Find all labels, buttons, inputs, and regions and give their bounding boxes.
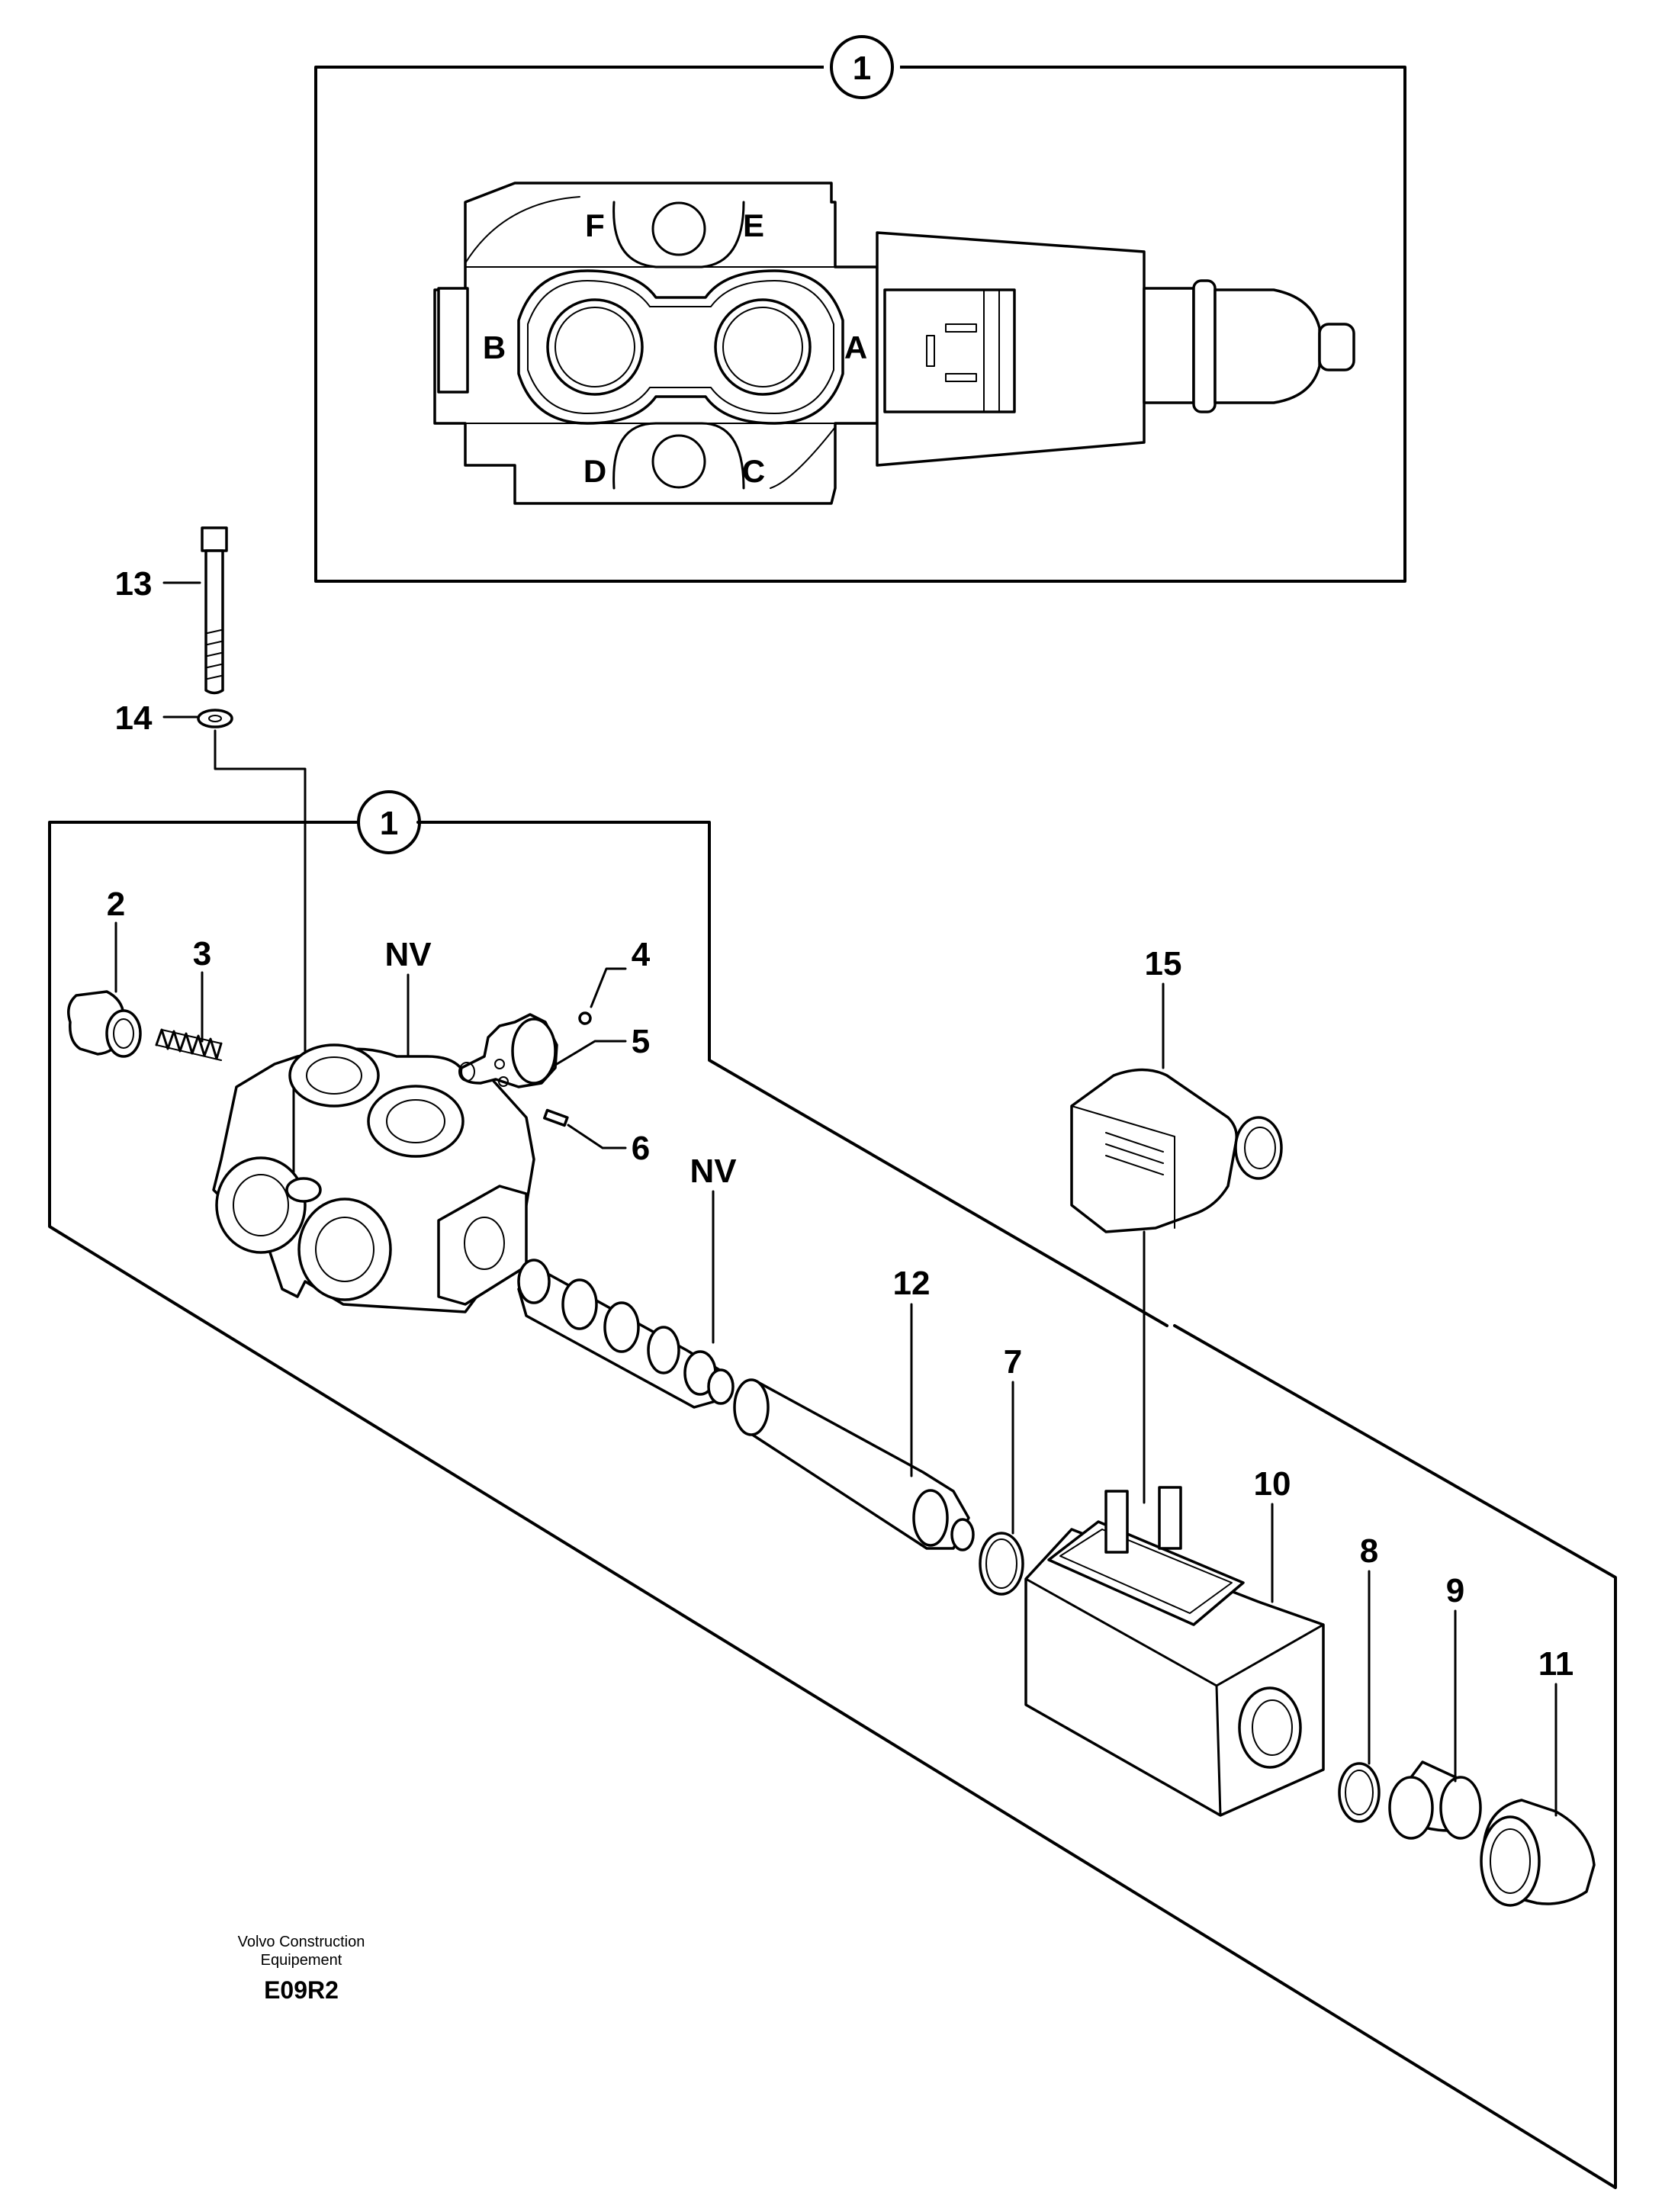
valve-body-nv <box>212 1043 535 1313</box>
washer-14 <box>197 709 233 728</box>
callout-13: 13 <box>115 565 153 603</box>
ball-4 <box>578 1011 592 1025</box>
port-label-e: E <box>743 207 764 243</box>
callout-9: 9 <box>1446 1572 1464 1609</box>
top-view-callout-circle <box>830 35 894 99</box>
callout-4: 4 <box>632 936 651 973</box>
callout-12: 12 <box>893 1265 931 1302</box>
exploded-frame-outline <box>48 821 1617 2189</box>
callout-3: 3 <box>193 935 211 973</box>
relief-valve-5 <box>458 1013 558 1088</box>
callout-14: 14 <box>115 699 153 737</box>
connector-15 <box>1070 1068 1283 1233</box>
leader-6 <box>567 1124 627 1149</box>
nut-11 <box>1480 1799 1596 1907</box>
top-view-callout-label: 1 <box>853 50 871 87</box>
o-ring-7 <box>979 1532 1024 1596</box>
callout-15: 15 <box>1145 945 1182 982</box>
valve-top-view <box>433 182 1355 505</box>
brand-line-2: Equipement <box>261 1952 342 1969</box>
spring-3 <box>155 1028 223 1061</box>
coil-10 <box>1024 1486 1325 1817</box>
callout-2: 2 <box>107 886 125 923</box>
leader-4 <box>590 967 627 1008</box>
figure-code: E09R2 <box>264 1976 339 2004</box>
spool-nv <box>517 1259 735 1409</box>
callout-7: 7 <box>1004 1343 1022 1381</box>
bushing-9 <box>1388 1760 1482 1840</box>
bottom-view-callout-circle <box>357 790 421 854</box>
callout-8: 8 <box>1360 1532 1378 1570</box>
callout-10: 10 <box>1254 1465 1291 1503</box>
callout-nv-spool: NV <box>690 1153 737 1190</box>
leader-5 <box>555 1040 627 1066</box>
brand-line-1: Volvo Construction <box>238 1934 365 1950</box>
top-view-panel: 1 <box>314 35 1406 583</box>
callout-nv-body: NV <box>384 936 432 973</box>
port-label-b: B <box>483 330 506 365</box>
port-label-d: D <box>583 453 606 489</box>
exploded-frame-upper <box>416 821 1168 1327</box>
callout-11: 11 <box>1538 1645 1574 1683</box>
port-label-c: C <box>742 453 765 489</box>
tube-12 <box>733 1378 975 1551</box>
callout-5: 5 <box>632 1023 650 1060</box>
callout-6: 6 <box>632 1130 650 1167</box>
bolt-13 <box>201 526 228 695</box>
o-ring-8 <box>1338 1762 1381 1823</box>
port-label-f: F <box>585 207 605 243</box>
bottom-view-callout-label: 1 <box>380 805 398 842</box>
cap-2 <box>67 990 142 1058</box>
bolt-path-line <box>214 729 307 1191</box>
pin-6 <box>543 1108 569 1127</box>
port-label-a: A <box>844 330 867 365</box>
